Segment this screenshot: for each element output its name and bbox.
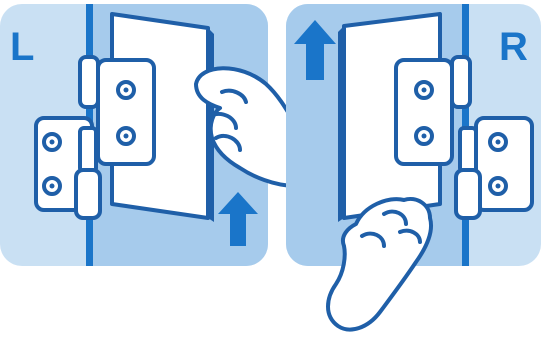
- hinge-icon: [394, 55, 472, 166]
- hinge-icon: [34, 116, 102, 220]
- hinge-icon: [78, 55, 156, 166]
- up-arrow-icon: [294, 20, 336, 80]
- hand-icon: [326, 197, 433, 332]
- right-side-label: R: [499, 25, 528, 69]
- up-arrow-icon: [218, 192, 258, 246]
- left-side-label: L: [10, 25, 34, 69]
- hinge-icon: [454, 116, 534, 220]
- left-panel: L: [0, 4, 319, 266]
- right-panel: R: [286, 4, 541, 332]
